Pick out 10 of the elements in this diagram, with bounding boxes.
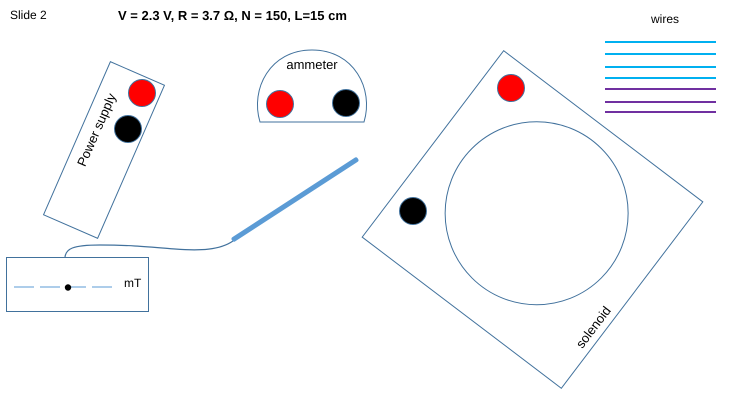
meter-box <box>6 257 149 312</box>
coil-circle <box>444 121 629 306</box>
unit-label: mT <box>124 276 142 290</box>
ammeter-body <box>256 49 368 124</box>
wires-label: wires <box>651 12 680 26</box>
power-supply-label: Power supply <box>74 90 120 170</box>
ammeter-label: ammeter <box>285 57 339 72</box>
slide-number: Slide 2 <box>10 8 47 22</box>
title: V = 2.3 V, R = 3.7 Ω, N = 150, L=15 cm <box>118 8 347 23</box>
cable <box>64 240 234 258</box>
